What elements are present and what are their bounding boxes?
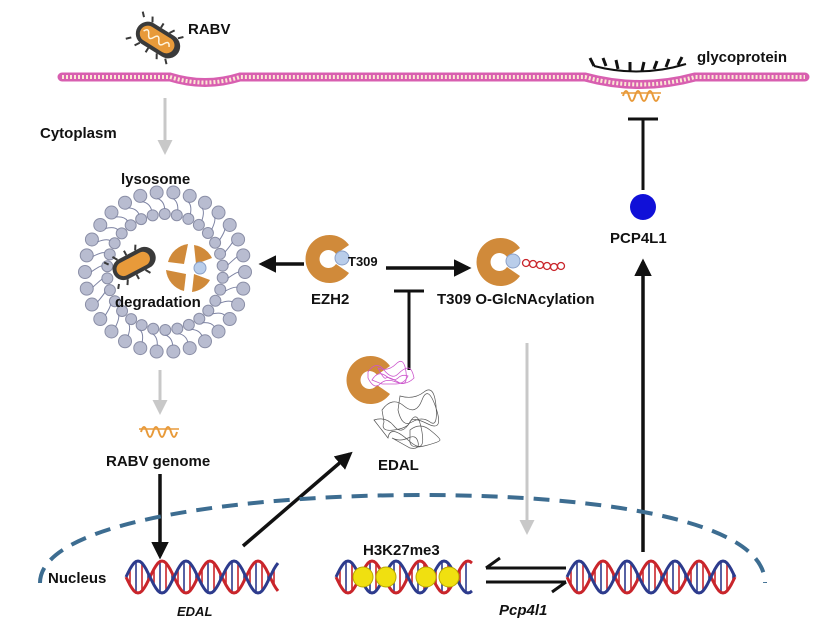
h3k27me3-histones-icon: [352, 566, 460, 588]
nucleus-label: Nucleus: [48, 570, 106, 587]
ezh2-label: EZH2: [311, 291, 349, 308]
rabv-virion-icon: [125, 11, 184, 65]
equilibrium-arrows: [485, 556, 567, 594]
glycoprotein-label: glycoprotein: [697, 49, 787, 66]
pcp4l1-gene-dna-icon: [565, 559, 737, 595]
pcp4l1-gene-label: Pcp4l1: [499, 602, 547, 619]
nuclear-envelope: [38, 492, 767, 584]
pcp4l1-protein-label: PCP4L1: [610, 230, 667, 247]
h3k27me3-label: H3K27me3: [363, 542, 440, 559]
cytoplasm-label: Cytoplasm: [40, 125, 117, 142]
ezh2-protein-icon: [305, 235, 350, 283]
glycoprotein-spikes-icon: [588, 56, 687, 73]
edal-inhibition-line: [394, 289, 424, 370]
lysosome-label: lysosome: [121, 171, 190, 188]
plasma-membrane: [57, 72, 810, 89]
rabv-genome-icon: [139, 426, 179, 438]
pcp4l1-inhibits-rna-line: [628, 117, 658, 190]
edal-rna-label: EDAL: [378, 457, 419, 474]
degradation-label: degradation: [115, 294, 201, 311]
edal-gene-dna-icon: [124, 559, 280, 595]
rabv-rna-icon: [621, 90, 661, 102]
rabv-genome-label: RABV genome: [106, 453, 210, 470]
t309-oglcnac-label: T309 O-GlcNAcylation: [437, 291, 595, 308]
t309-site-label: T309: [348, 254, 378, 269]
edal-ezh2-complex-icon: [346, 356, 441, 449]
edal-gene-label: EDAL: [177, 604, 212, 619]
rabv-label: RABV: [188, 21, 231, 38]
pcp4l1-protein-icon: [630, 194, 656, 220]
oglcnac-ezh2-icon: [476, 238, 566, 286]
edal-transcription-arrow: [241, 451, 353, 548]
lysosome-icon: [78, 185, 252, 359]
